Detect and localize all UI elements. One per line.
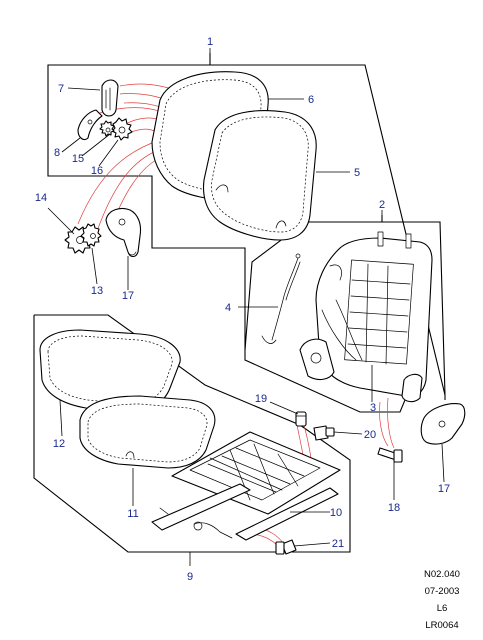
callout-17-right: 17	[438, 483, 450, 495]
ref-date: 07-2003	[425, 586, 460, 597]
bolt-21	[275, 539, 297, 555]
callout-15: 15	[72, 153, 84, 165]
callout-5: 5	[354, 167, 360, 179]
hinge-cover-right	[420, 403, 466, 445]
backrest-frame	[299, 231, 433, 403]
bolt-20	[313, 425, 335, 441]
leader-lines	[47, 48, 445, 547]
callout-19: 19	[255, 393, 267, 405]
star-washer-medium	[80, 223, 102, 247]
callout-11: 11	[127, 508, 138, 520]
bolt-18	[377, 447, 403, 463]
ref-code: N02.040	[424, 569, 460, 580]
hinge-cover-left	[105, 207, 142, 258]
star-washer-small-2	[99, 120, 115, 137]
callout-7: 7	[58, 83, 64, 95]
seat-cushion-base	[79, 395, 216, 469]
callout-6: 6	[308, 94, 314, 106]
callout-8: 8	[54, 147, 60, 159]
bolt-19	[295, 411, 307, 427]
backrest-pad-rear	[202, 110, 317, 241]
ref-model: L6	[437, 603, 448, 614]
callout-20: 20	[364, 429, 376, 441]
callout-17-left: 17	[122, 290, 134, 302]
handle-cover	[77, 109, 103, 141]
star-washer-small	[111, 117, 133, 141]
group-frame-backrest	[47, 53, 446, 413]
seat-frame	[151, 431, 341, 541]
callout-3: 3	[370, 402, 376, 414]
callout-10: 10	[330, 507, 342, 519]
callout-16: 16	[91, 165, 103, 177]
callout-13: 13	[91, 285, 103, 297]
callout-18: 18	[388, 502, 400, 514]
callout-14: 14	[35, 192, 47, 204]
group-frame-backrest-frame	[244, 215, 446, 396]
drawing-reference-block: N02.040 07-2003 L6 LR0064	[424, 569, 460, 631]
seat-cushion-pad	[39, 329, 181, 413]
callout-4: 4	[225, 302, 231, 314]
callout-2: 2	[379, 199, 385, 211]
callout-21: 21	[332, 538, 344, 550]
ref-illustration-id: LR0064	[425, 620, 458, 631]
callout-9: 9	[187, 571, 193, 583]
callout-1: 1	[207, 36, 213, 48]
release-cable	[261, 253, 357, 361]
recline-handle	[101, 79, 119, 117]
callout-labels: 1 2 3 4 5 6 7 8 9 10 11 12 13 14 15 16 1…	[35, 36, 450, 583]
callout-12: 12	[53, 438, 65, 450]
